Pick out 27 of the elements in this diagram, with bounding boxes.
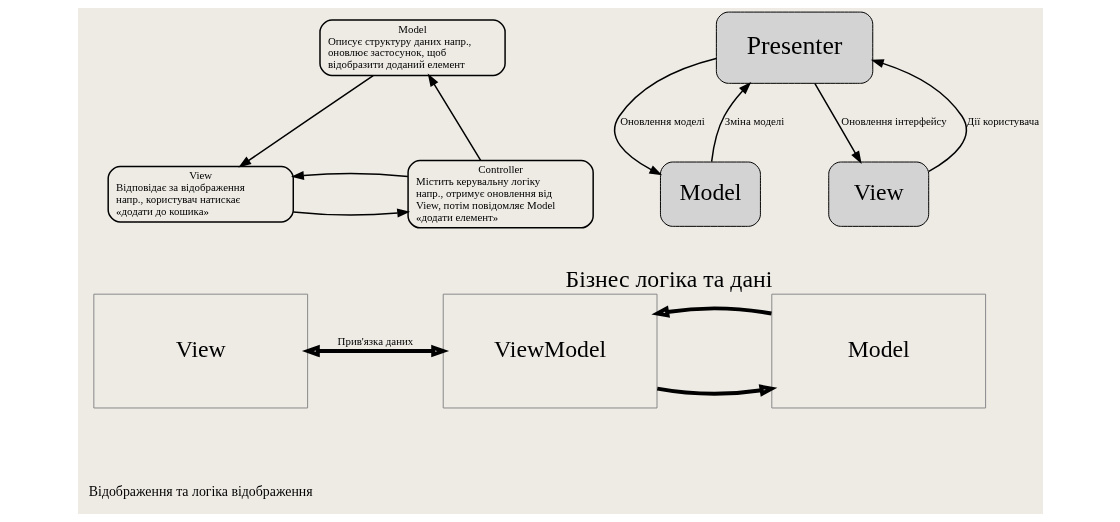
label: Відображення та логіка відображення — [88, 483, 313, 499]
node-box: Model — [770, 293, 986, 409]
node-box: View Відповідає за відображення напр., користувач натискає «додати до кошика» — [106, 165, 294, 223]
edge-label: Оновлення моделі — [619, 114, 705, 127]
node-label: Бізнес логіка та дані — [565, 266, 772, 293]
arrow — [710, 81, 751, 163]
arrow — [650, 305, 772, 318]
arrow — [427, 73, 481, 162]
node-box: Model — [659, 161, 761, 227]
node-box: Model Описує структуру даних напр., оновлює застосунок, щоб відобразити доданий елемент — [318, 19, 506, 77]
edge-label: Дії користувача — [966, 114, 1039, 127]
node-box: View — [827, 161, 929, 227]
arrow — [237, 74, 374, 168]
node-box: ViewModel — [442, 293, 657, 409]
edge-label: Прив'язка даних — [337, 334, 413, 347]
arrow — [656, 384, 777, 397]
node-box: View — [92, 293, 308, 409]
arrow — [292, 208, 410, 218]
arrow — [813, 82, 862, 164]
node-box: Controller Містить керувальну логіку напр., отримує оновлення від View, потім повідомляє Model «додати елемент» — [406, 159, 594, 229]
arrow — [870, 59, 967, 173]
node-box: Presenter — [715, 11, 873, 84]
arrow — [290, 170, 409, 180]
arrow — [301, 344, 449, 358]
edge-label: Оновлення інтерфейсу — [840, 114, 947, 127]
edge-label: Зміна моделі — [724, 114, 784, 127]
arrow — [613, 57, 717, 176]
